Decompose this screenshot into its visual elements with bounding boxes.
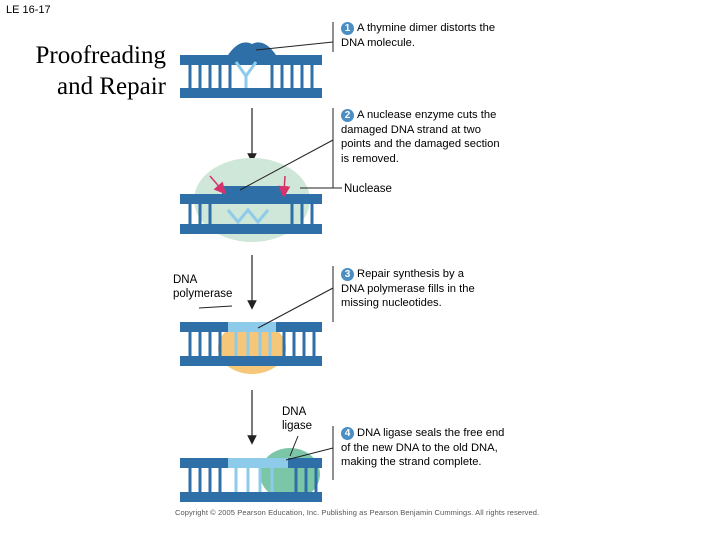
step-3-description: Repair synthesis by a DNA polymerase fil…: [341, 268, 475, 309]
step-1-badge: 1: [341, 22, 354, 35]
step-1-description: A thymine dimer distorts the DNA molecul…: [341, 22, 496, 49]
step-4-description: DNA ligase seals the free end of the new…: [341, 427, 505, 468]
dna-damaged: [180, 42, 322, 98]
nuclease-label: Nuclease: [344, 183, 392, 195]
cut-arrow-left: [209, 175, 226, 195]
thymine-dimer: [234, 61, 258, 88]
dna-with-nuclease: [180, 158, 322, 242]
cut-arrow-right: [278, 175, 291, 198]
step-2-description: A nuclease enzyme cuts the damaged DNA s…: [341, 109, 500, 165]
copyright-notice: Copyright © 2005 Pearson Education, Inc.…: [175, 508, 540, 517]
leader-ligase: [289, 435, 299, 457]
step-2-badge: 2: [341, 109, 354, 122]
figure-label: LE 16-17: [6, 4, 51, 16]
dna-polymerase-label: DNA polymerase: [173, 274, 233, 300]
thymine-dimer-bulge: [228, 42, 276, 55]
title-line-2: and Repair: [57, 73, 166, 100]
step-4-badge: 4: [341, 427, 354, 440]
dna-ligase-label: DNA ligase: [282, 406, 313, 432]
title-line-1: Proofreading: [35, 42, 166, 69]
diagram-title: Proofreading and Repair: [6, 40, 166, 102]
leader-step2: [239, 139, 334, 191]
dna-with-polymerase: [180, 322, 322, 374]
excised-segment: [222, 186, 282, 200]
leader-step3: [257, 287, 334, 329]
leader-step4: [285, 447, 334, 461]
step-3-badge: 3: [341, 268, 354, 281]
dna-with-ligase: [180, 448, 322, 502]
leader-polymerase: [198, 305, 233, 309]
leader-step1: [255, 41, 334, 51]
